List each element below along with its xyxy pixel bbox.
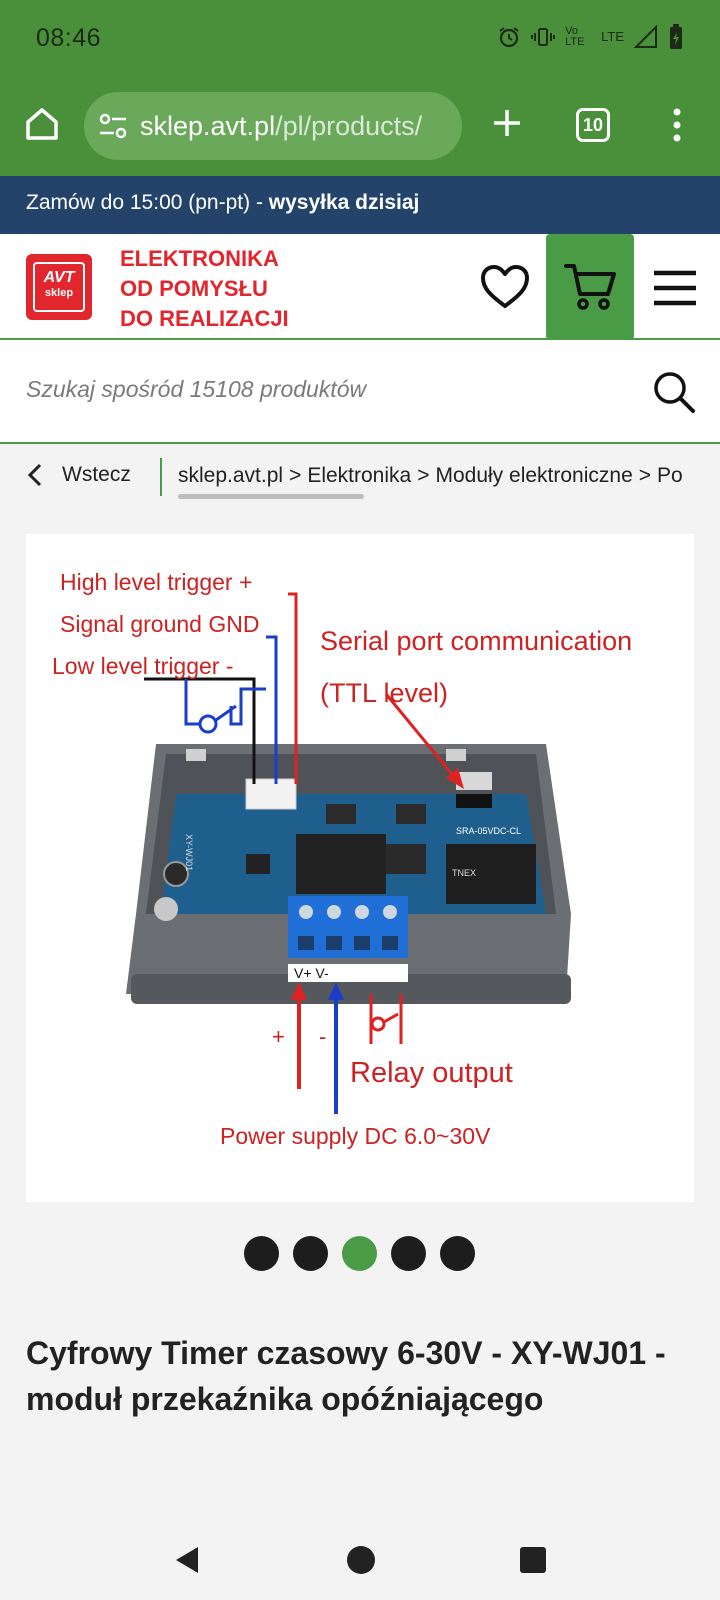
url-bar[interactable]: sklep.avt.pl/pl/products/: [84, 92, 462, 160]
carousel-dot-1[interactable]: [244, 1236, 279, 1271]
logo-inner: AVT sklep: [33, 262, 85, 312]
breadcrumb-item-moduly[interactable]: Moduły elektroniczne: [435, 464, 633, 487]
announcement-text: Zamów do 15:00 (pn-pt) -: [26, 191, 269, 214]
android-nav-bar: [0, 1520, 720, 1600]
breadcrumb-item-home[interactable]: sklep.avt.pl: [178, 464, 284, 487]
tagline-line-3: DO REALIZACJI: [120, 306, 289, 331]
breadcrumb-separator: >: [417, 464, 430, 487]
site-header: AVT sklep ELEKTRONIKA OD POMYSŁU DO REAL…: [0, 234, 720, 340]
search-bar: [0, 340, 720, 444]
lte-signal-icon: [634, 25, 657, 48]
label-ttl-level: (TTL level): [320, 678, 448, 708]
breadcrumb-item-elektronika[interactable]: Elektronika: [307, 464, 412, 487]
label-power-supply: Power supply DC 6.0~30V: [220, 1123, 491, 1149]
chevron-left-icon: [27, 463, 42, 487]
alarm-icon: [499, 27, 519, 48]
carousel-dot-2[interactable]: [293, 1236, 328, 1271]
terminal-label: V+ V-: [294, 965, 329, 981]
site-tagline: ELEKTRONIKA OD POMYSŁU DO REALIZACJI: [120, 244, 289, 334]
wishlist-heart-icon[interactable]: [480, 264, 530, 310]
label-minus: -: [319, 1024, 326, 1049]
image-carousel-dots: [244, 1236, 475, 1271]
url-text[interactable]: sklep.avt.pl/pl/products/: [140, 111, 450, 142]
breadcrumb-list: sklep.avt.pl>Elektronika>Moduły elektron…: [178, 464, 720, 488]
new-tab-icon[interactable]: [490, 106, 524, 140]
label-relay-output: Relay output: [350, 1057, 513, 1089]
wiring-diagram: TNEX SRA-05VDC-CL XY-WJ01 V+ V-: [52, 569, 632, 1149]
carousel-dot-4[interactable]: [391, 1236, 426, 1271]
lte-label: LTE: [601, 29, 624, 44]
search-input[interactable]: [26, 376, 626, 403]
nav-recents-icon[interactable]: [520, 1547, 546, 1573]
carousel-dot-5[interactable]: [440, 1236, 475, 1271]
label-signal-gnd: Signal ground GND: [60, 611, 259, 637]
volte-icon: Vo LTE: [565, 25, 585, 48]
avt-logo[interactable]: AVT sklep: [26, 254, 92, 320]
breadcrumb-separator: >: [289, 464, 302, 487]
product-title: Cyfrowy Timer czasowy 6-30V - XY-WJ01 - …: [26, 1335, 666, 1417]
tagline-line-2: OD POMYSŁU: [120, 276, 268, 301]
label-serial-port: Serial port communication: [320, 626, 632, 656]
nav-home-icon[interactable]: [347, 1546, 375, 1574]
tab-switcher-button[interactable]: 10: [576, 108, 610, 142]
url-path: /pl/products/: [275, 111, 423, 141]
logo-avt-text: AVT: [43, 269, 75, 286]
breadcrumb-scrollbar[interactable]: [178, 494, 364, 499]
shipping-announcement: Zamów do 15:00 (pn-pt) - wysyłka dzisiaj: [0, 176, 720, 234]
announcement-bold: wysyłka dzisiaj: [268, 191, 420, 214]
status-time: 08:46: [36, 24, 102, 52]
label-plus: +: [272, 1024, 285, 1049]
browser-chrome: 08:46 Vo LTE LTE sklep.avt.pl/pl/product…: [0, 0, 720, 176]
search-icon[interactable]: [652, 370, 696, 414]
home-icon[interactable]: [24, 106, 60, 142]
breadcrumb-item-truncated[interactable]: Po: [657, 464, 683, 487]
site-settings-icon[interactable]: [98, 112, 128, 140]
vibrate-icon: [531, 28, 556, 46]
status-icons: Vo LTE LTE: [497, 24, 684, 50]
hamburger-menu-icon[interactable]: [652, 268, 698, 308]
nav-back-icon[interactable]: [172, 1544, 202, 1576]
cart-icon: [564, 264, 616, 310]
board-label-text: XY-WJ01: [184, 834, 194, 871]
breadcrumb-divider: [160, 458, 162, 496]
logo-sklep-text: sklep: [44, 287, 74, 299]
back-link[interactable]: Wstecz: [26, 462, 131, 488]
back-label: Wstecz: [62, 463, 131, 486]
more-menu-icon[interactable]: [670, 108, 684, 142]
label-low-trigger: Low level trigger -: [52, 653, 234, 679]
cart-button[interactable]: [546, 234, 634, 340]
relay-brand-text: TNEX: [452, 868, 476, 878]
chip-label-text: SRA-05VDC-CL: [456, 826, 521, 836]
battery-icon: [670, 24, 682, 49]
tagline-line-1: ELEKTRONIKA: [120, 246, 279, 271]
breadcrumb-separator: >: [638, 464, 652, 487]
status-bar: 08:46 Vo LTE LTE: [0, 0, 720, 80]
carousel-dot-3-active[interactable]: [342, 1236, 377, 1271]
product-image[interactable]: TNEX SRA-05VDC-CL XY-WJ01 V+ V-: [26, 534, 694, 1202]
url-domain: sklep.avt.pl: [140, 111, 276, 141]
label-high-trigger: High level trigger +: [60, 569, 252, 595]
